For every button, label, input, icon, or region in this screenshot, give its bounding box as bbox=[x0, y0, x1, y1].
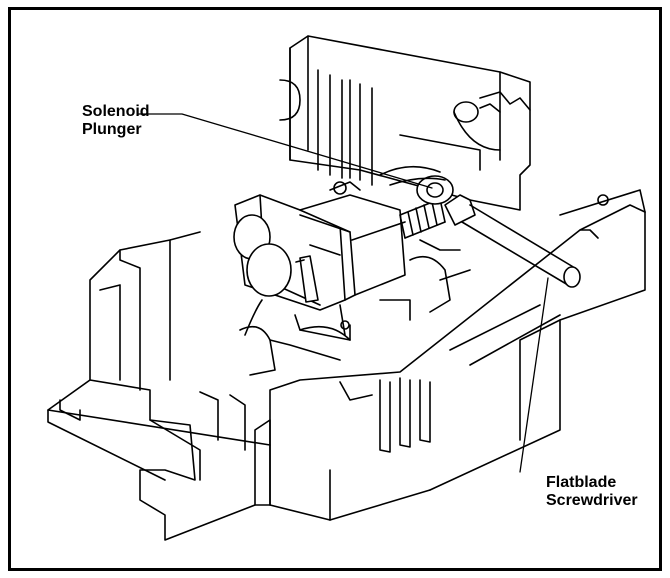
callout-solenoid-plunger: Solenoid Plunger bbox=[82, 103, 150, 139]
callout-leaders bbox=[137, 113, 549, 473]
trip-linkage bbox=[239, 239, 471, 376]
leader-screwdriver bbox=[519, 277, 549, 473]
callout-flatblade-screwdriver: Flatblade Screwdriver bbox=[546, 474, 638, 510]
base-housing bbox=[47, 189, 646, 541]
callout-line: Plunger bbox=[82, 121, 142, 138]
callout-line: Screwdriver bbox=[546, 492, 638, 509]
round-components bbox=[233, 214, 319, 303]
callout-line: Flatblade bbox=[546, 474, 617, 491]
plunger-spring bbox=[399, 198, 446, 239]
callout-line: Solenoid bbox=[82, 103, 150, 120]
plunger-shaft bbox=[379, 165, 454, 205]
leader-solenoid-plunger bbox=[137, 113, 433, 189]
screwdriver bbox=[444, 194, 581, 288]
back-plate bbox=[279, 35, 531, 211]
